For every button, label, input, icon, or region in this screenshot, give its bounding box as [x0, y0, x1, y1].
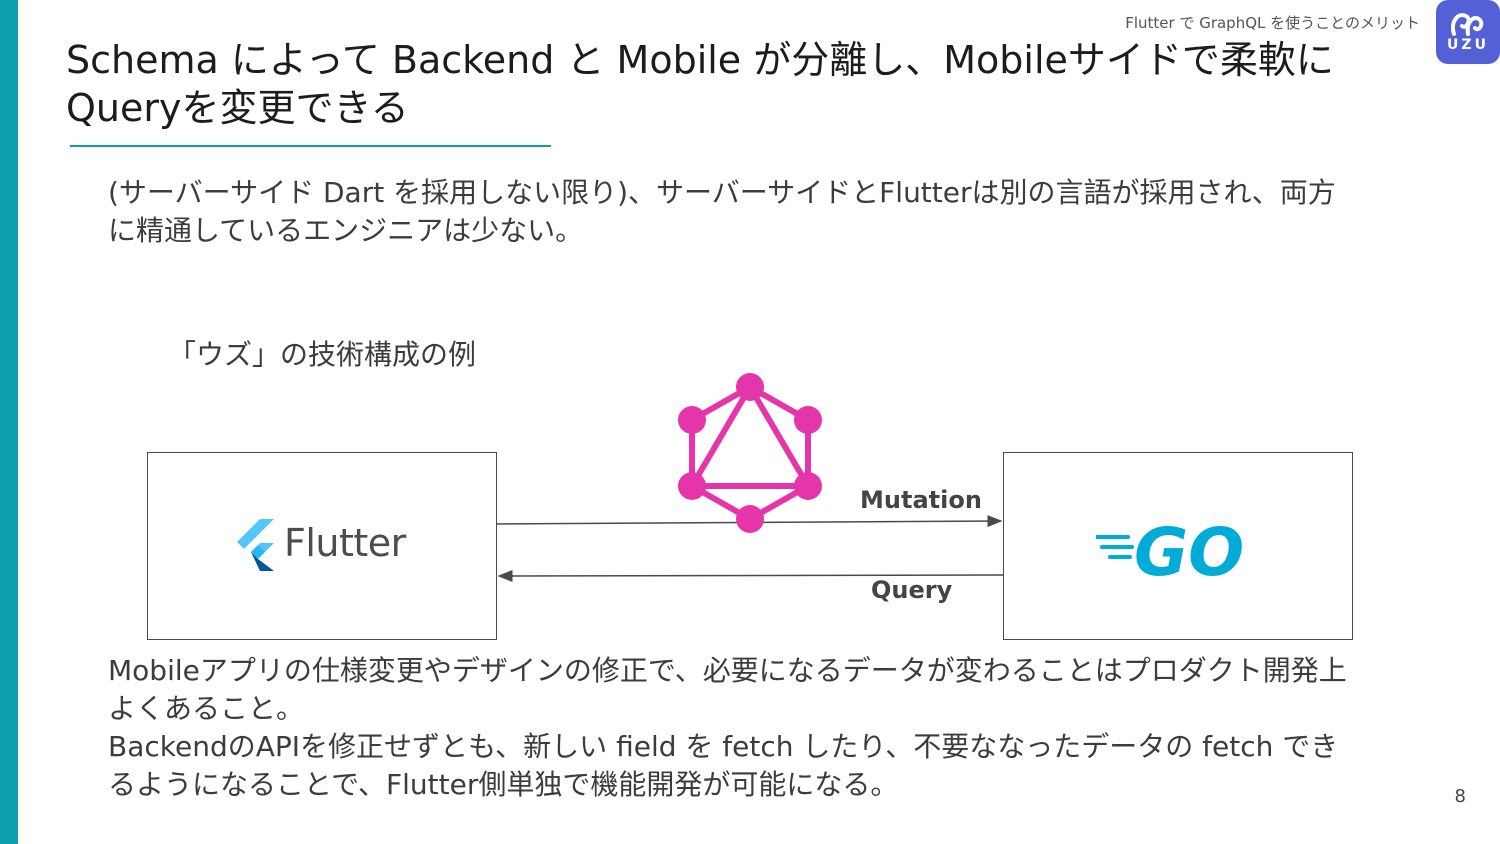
- flutter-logo-icon: [237, 519, 274, 571]
- body-line: BackendのAPIを修正せずとも、新しい field を fetch したり…: [108, 730, 1339, 801]
- uzu-logo: UZU: [1436, 0, 1500, 64]
- uzu-logo-text: UZU: [1447, 37, 1489, 53]
- go-node-box: GO: [1003, 452, 1353, 640]
- go-logo-icon: GO: [1096, 514, 1244, 585]
- query-edge-label: Query: [871, 576, 953, 604]
- slide-title: Schema によって Backend と Mobile が分離し、Mobile…: [66, 38, 1334, 130]
- query-arrow: [497, 569, 1004, 582]
- accent-side-bar: [0, 0, 18, 844]
- mutation-edge-label: Mutation: [860, 486, 982, 514]
- graphql-logo-icon: [678, 373, 822, 533]
- section-header-tag: Flutter で GraphQL を使うことのメリット: [1125, 14, 1420, 32]
- body-text: Mobileアプリの仕様変更やデザインの修正で、必要になるデータが変わることはプ…: [108, 652, 1348, 804]
- intro-paragraph: (サーバーサイド Dart を採用しない限り)、サーバーサイドとFlutterは…: [108, 176, 1336, 247]
- go-node-label: GO: [1134, 514, 1244, 585]
- flutter-node-box: Flutter: [147, 452, 497, 640]
- diagram-caption: 「ウズ」の技術構成の例: [168, 338, 477, 371]
- title-underline: [70, 145, 551, 147]
- body-line: Mobileアプリの仕様変更やデザインの修正で、必要になるデータが変わることはプ…: [108, 654, 1347, 725]
- flutter-node-label: Flutter: [284, 521, 406, 565]
- page-number: 8: [1454, 786, 1466, 807]
- uzu-logo-icon: [1451, 13, 1484, 36]
